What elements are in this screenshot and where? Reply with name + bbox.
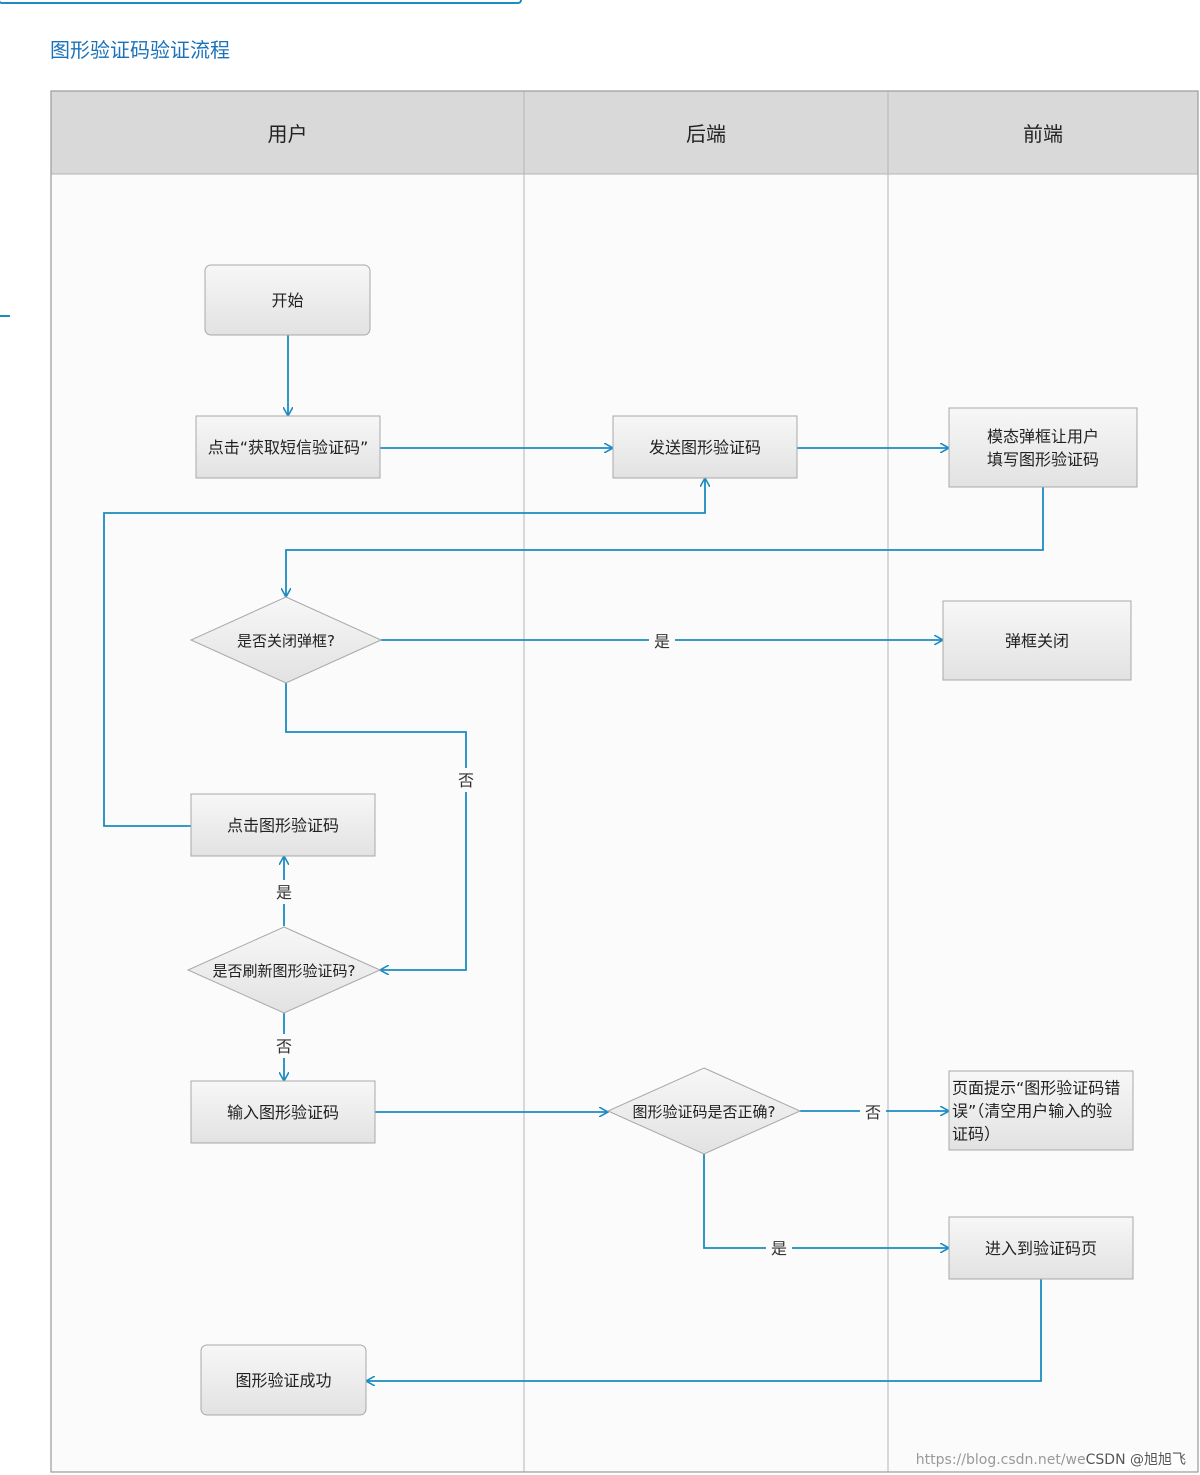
- node-text: 点击“获取短信验证码”: [208, 438, 369, 457]
- node-shape-rounded: [200, 1344, 367, 1416]
- node-shape-rect: [948, 1070, 1134, 1151]
- page-title: 图形验证码验证流程: [50, 38, 230, 62]
- node-text: 点击图形验证码: [227, 816, 339, 835]
- node-text: 是否刷新图形验证码?: [213, 962, 356, 980]
- edge-label-bg: [860, 1100, 886, 1124]
- node-text: 输入图形验证码: [227, 1103, 339, 1122]
- edge-label-bg: [766, 1236, 792, 1260]
- edge-close-modal-q-to-refresh-q: [285, 683, 467, 970]
- node-shape-diamond: [189, 596, 383, 684]
- edge-captcha-correct-q-to-goto-sms-page: [703, 1154, 948, 1248]
- edge-label-bg: [649, 629, 675, 653]
- node-shape-rect: [942, 600, 1132, 681]
- node-captcha-correct-q: 图形验证码是否正确?: [606, 1067, 802, 1155]
- lanes-header: [51, 91, 1198, 174]
- lane-header-frontend: 前端: [1023, 122, 1063, 146]
- edge-label-bg: [271, 880, 297, 904]
- node-shape-rect: [948, 407, 1138, 488]
- watermark-url: https://blog.csdn.net/we: [915, 1452, 1086, 1468]
- edge-label: 否: [276, 1037, 292, 1056]
- node-shape-rounded: [204, 264, 371, 336]
- node-start: 开始: [204, 264, 371, 336]
- node-text: 证码）: [952, 1125, 1000, 1144]
- node-shape-diamond: [186, 926, 382, 1014]
- node-text: 进入到验证码页: [985, 1239, 1097, 1258]
- node-modal-closed: 弹框关闭: [942, 600, 1132, 681]
- node-shape-rect: [195, 415, 381, 479]
- lane-header-user: 用户: [268, 122, 308, 146]
- watermark-credit: CSDN @旭旭飞: [1085, 1452, 1186, 1468]
- lane-header-backend: 后端: [686, 122, 726, 146]
- node-captcha-success: 图形验证成功: [200, 1344, 367, 1416]
- node-text: 填写图形验证码: [987, 450, 1099, 469]
- node-input-captcha: 输入图形验证码: [190, 1080, 376, 1144]
- node-text: 是否关闭弹框?: [237, 632, 335, 650]
- edge-label: 否: [458, 771, 474, 790]
- edge-label-bg: [271, 1034, 297, 1058]
- node-text: 页面提示“图形验证码错: [952, 1079, 1120, 1098]
- edge-label-bg: [453, 768, 479, 792]
- edge-label: 是: [654, 632, 670, 651]
- edge-label: 否: [865, 1103, 881, 1122]
- node-shape-diamond: [606, 1067, 802, 1155]
- node-text: 开始: [271, 291, 303, 310]
- top-frame-decoration: [0, 0, 522, 4]
- node-shape-rect: [612, 415, 798, 479]
- node-text: 模态弹框让用户: [987, 427, 1099, 446]
- node-goto-sms-page: 进入到验证码页: [948, 1216, 1134, 1280]
- node-text: 弹框关闭: [1005, 632, 1069, 651]
- node-shape-rect: [190, 793, 376, 857]
- edge-label: 是: [771, 1239, 787, 1258]
- side-marker: [0, 315, 10, 317]
- node-shape-rect: [190, 1080, 376, 1144]
- edge-modal-fill-to-close-modal-q: [286, 487, 1044, 596]
- node-send-captcha: 发送图形验证码: [612, 415, 798, 479]
- node-close-modal-q: 是否关闭弹框?: [189, 596, 383, 684]
- node-click-get-sms: 点击“获取短信验证码”: [195, 415, 381, 479]
- node-shape-rect: [948, 1216, 1134, 1280]
- edge-label: 是: [276, 883, 292, 902]
- node-text: 图形验证成功: [235, 1371, 331, 1390]
- lanes-border: [50, 90, 1199, 1473]
- edge-click-captcha-to-send-captcha: [103, 479, 705, 827]
- node-text: 发送图形验证码: [649, 438, 761, 457]
- edge-goto-sms-page-to-captcha-success: [367, 1279, 1042, 1381]
- node-click-captcha: 点击图形验证码: [190, 793, 376, 857]
- node-text: 误”（清空用户输入的验: [952, 1102, 1112, 1121]
- watermark: https://blog.csdn.net/weCSDN @旭旭飞: [916, 1449, 1186, 1469]
- node-text: 图形验证码是否正确?: [633, 1103, 776, 1121]
- flow-edges: [103, 335, 1044, 1381]
- node-refresh-q: 是否刷新图形验证码?: [186, 926, 382, 1014]
